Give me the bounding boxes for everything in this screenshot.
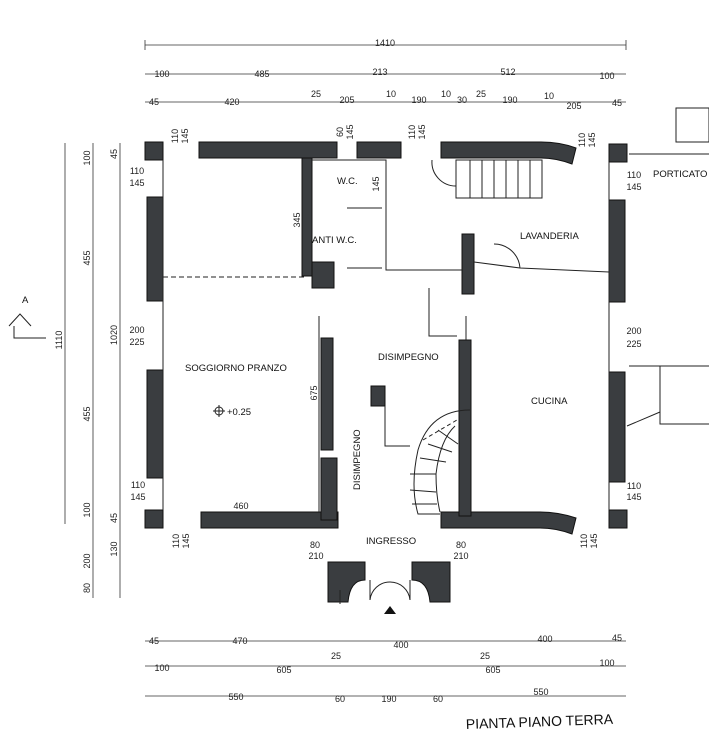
bottom-dimensions: 45 470 25 400 25 400 45 100 605 605 100 … [145, 633, 626, 704]
dim-bot3-b: 60 [335, 694, 345, 704]
dim-open-br-b: 145 [589, 533, 599, 548]
dim-top3-a: 45 [149, 97, 159, 107]
dim-open-rm-a: 200 [626, 326, 641, 336]
dim-top3-e: 10 [386, 89, 396, 99]
room-porticato: PORTICATO [653, 169, 707, 180]
dim-entry-r-a: 80 [456, 540, 466, 550]
dim-open-tr-a: 110 [577, 133, 587, 147]
dim-wall-460: 460 [233, 501, 248, 511]
dim-top3-i: 25 [476, 89, 486, 99]
room-soggiorno: SOGGIORNO PRANZO [185, 363, 287, 374]
dim-top3-j: 190 [502, 95, 517, 105]
dim-bot1-c: 25 [331, 651, 341, 661]
dim-open-lm-b: 225 [129, 337, 144, 347]
interior-lines [162, 107, 709, 614]
dim-top3-c: 25 [311, 89, 321, 99]
dim-top2-b: 485 [254, 69, 269, 79]
dim-top3-l: 205 [566, 101, 581, 111]
dim-top2-d: 512 [500, 67, 515, 77]
dim-top3-m: 45 [612, 98, 622, 108]
dim-bot1-a: 45 [149, 636, 159, 646]
dim-open-lb-a: 110 [131, 480, 145, 490]
dim-open-tr-b: 145 [587, 132, 597, 147]
dim-bot2-a: 100 [154, 663, 169, 673]
dim-bot1-b: 470 [232, 636, 247, 646]
section-label: A [22, 295, 29, 306]
dim-bot1-g: 45 [612, 633, 622, 643]
top-dimensions: 1410 100 485 213 512 100 45 420 25 205 1… [144, 38, 627, 111]
plan-title: PIANTA PIANO TERRA [466, 711, 614, 732]
dim-bot2-b: 605 [276, 665, 291, 675]
dim-open-tm2-b: 145 [417, 124, 427, 139]
dim-top3-h: 30 [457, 95, 467, 105]
dim-bot3-e: 550 [533, 687, 548, 697]
dim-top2-c: 213 [372, 67, 387, 77]
dim-open-bl-b: 145 [181, 533, 191, 548]
dim-open-br-a: 110 [579, 534, 589, 548]
dim-open-lt-a: 110 [130, 166, 144, 176]
dim-bot1-d: 400 [393, 640, 408, 650]
dim-top3-f: 190 [411, 95, 426, 105]
dim-wc-height: 145 [371, 176, 381, 191]
room-cucina: CUCINA [531, 396, 568, 407]
dim-bot3-d: 60 [433, 694, 443, 704]
dim-top2-a: 100 [154, 69, 169, 79]
dim-entry-l-a: 80 [310, 540, 320, 550]
dim-open-bl-a: 110 [171, 534, 181, 548]
dim-open-rb-b: 145 [626, 492, 641, 502]
dim-open-lb-b: 145 [130, 492, 145, 502]
dim-open-rb-a: 110 [627, 481, 641, 491]
dim-top3-k: 10 [544, 91, 554, 101]
walls [144, 141, 628, 603]
dim-left-e: 200 [82, 553, 92, 568]
dim-bot2-c: 605 [485, 665, 500, 675]
dim-left-f: 80 [82, 583, 92, 593]
dim-left-g: 45 [109, 149, 119, 159]
opening-dimensions: 110 145 60 145 110 145 110 145 110 145 1… [129, 124, 641, 561]
dim-entry-r-b: 210 [453, 551, 468, 561]
dim-open-tm-a: 60 [335, 127, 345, 137]
dim-left-d: 100 [82, 502, 92, 517]
room-lavanderia: LAVANDERIA [520, 231, 579, 242]
dim-open-tm-b: 145 [345, 124, 355, 139]
room-disimpegno-vertical: DISIMPEGNO [352, 429, 363, 490]
room-anti-wc: ANTI W.C. [312, 235, 357, 246]
room-ingresso: INGRESSO [366, 536, 416, 547]
dim-open-rm-b: 225 [626, 339, 641, 349]
dim-total-height: 1110 [54, 331, 64, 350]
dim-left-c: 455 [82, 406, 92, 421]
room-labels: W.C. ANTI W.C. LAVANDERIA PORTICATO SOGG… [185, 169, 707, 547]
dim-open-tl-a: 110 [170, 129, 180, 143]
dim-bot1-e: 25 [480, 651, 490, 661]
dim-bot1-f: 400 [537, 634, 552, 644]
room-wc: W.C. [337, 176, 358, 187]
section-marker-a: A [8, 295, 46, 339]
dim-top3-d: 205 [339, 95, 354, 105]
dim-top3-b: 420 [224, 97, 239, 107]
dim-bot3-a: 550 [228, 692, 243, 702]
dim-dis-height: 675 [309, 385, 319, 400]
dim-open-rt-b: 145 [626, 182, 641, 192]
dim-left-j: 130 [109, 541, 119, 556]
dim-total-width: 1410 [375, 38, 395, 48]
dim-bot2-d: 100 [599, 658, 614, 668]
dim-left-b: 455 [82, 250, 92, 265]
dim-left-h: 1020 [109, 325, 119, 345]
left-dimensions: 1110 100 455 455 100 200 80 45 1020 45 1… [54, 143, 121, 598]
dim-open-rt-a: 110 [627, 170, 641, 180]
dim-entry-l-b: 210 [308, 551, 323, 561]
dim-open-tm2-a: 110 [407, 125, 417, 139]
dim-top2-e: 100 [599, 71, 614, 81]
elevation-label: +0.25 [227, 407, 251, 418]
dim-anti-height: 345 [292, 212, 302, 227]
dim-open-lt-b: 145 [129, 178, 144, 188]
dim-left-a: 100 [82, 150, 92, 165]
dim-bot3-c: 190 [381, 694, 396, 704]
dim-open-tl-b: 145 [180, 128, 190, 143]
dim-top3-g: 10 [441, 89, 451, 99]
dim-left-i: 45 [109, 513, 119, 523]
room-disimpegno: DISIMPEGNO [378, 352, 439, 363]
dim-open-lm-a: 200 [129, 325, 144, 335]
